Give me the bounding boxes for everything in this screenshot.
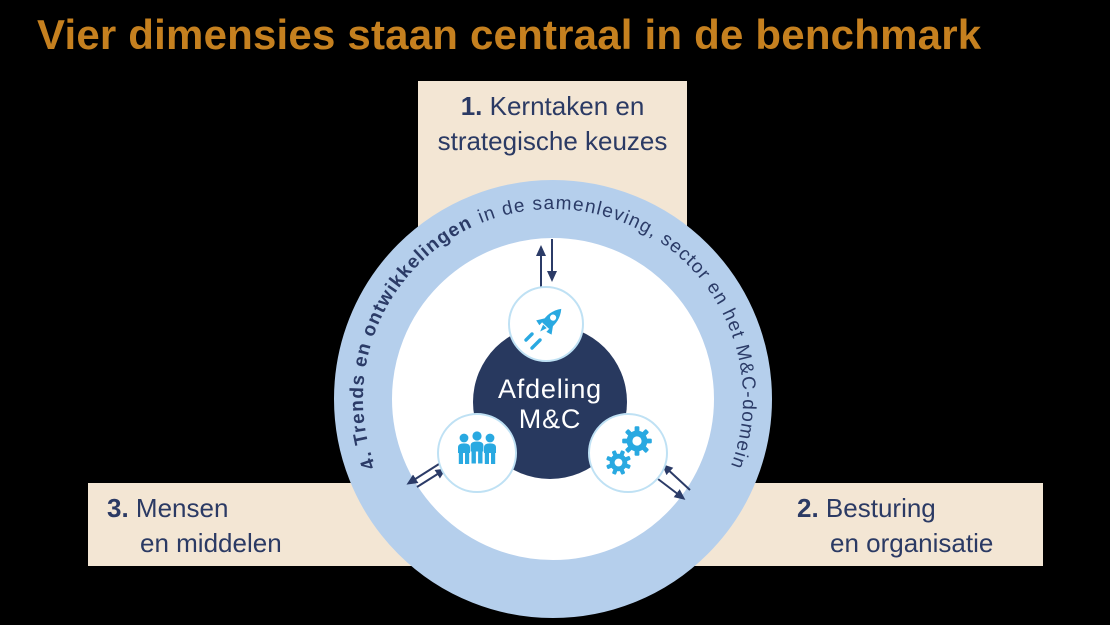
rocket-icon	[524, 308, 562, 350]
dimension-3-label: 3. Mensen en middelen	[107, 491, 282, 561]
dimension-1-label: 1. Kerntaken en strategische keuzes	[418, 89, 687, 159]
people-icon	[458, 431, 496, 464]
arrow-in	[416, 468, 447, 488]
rocket-badge	[508, 286, 584, 362]
dimension-2-label: 2. Besturing en organisatie	[797, 491, 993, 561]
center-line-2: M&C	[518, 404, 582, 434]
dimension-3-line-2: en middelen	[140, 528, 282, 558]
dimension-1-line-1: 1. Kerntaken en	[460, 91, 645, 121]
page-title: Vier dimensies staan centraal in de benc…	[37, 11, 982, 58]
dimension-2-line-1: 2. Besturing	[797, 493, 936, 523]
arrow-in	[661, 463, 691, 491]
center-circle-label: Afdeling M&C	[460, 374, 640, 434]
people-badge	[437, 413, 517, 493]
dimension-2-number: 2.	[797, 493, 819, 523]
arrow-out	[406, 463, 440, 485]
gears-badge	[588, 413, 668, 493]
dimension-3-number: 3.	[107, 493, 129, 523]
dimension-2-line-2: en organisatie	[830, 528, 994, 558]
gears-icon	[606, 426, 652, 475]
exchange-arrows-top	[536, 239, 557, 288]
arrow-out	[657, 478, 686, 500]
exchange-arrows-left	[406, 463, 447, 488]
dimension-1-number: 1.	[460, 91, 483, 121]
dimension-3-line-1: 3. Mensen	[107, 493, 229, 523]
center-line-1: Afdeling	[498, 374, 602, 404]
exchange-arrows-right	[657, 463, 691, 500]
dimension-1-line-2: strategische keuzes	[437, 126, 668, 156]
